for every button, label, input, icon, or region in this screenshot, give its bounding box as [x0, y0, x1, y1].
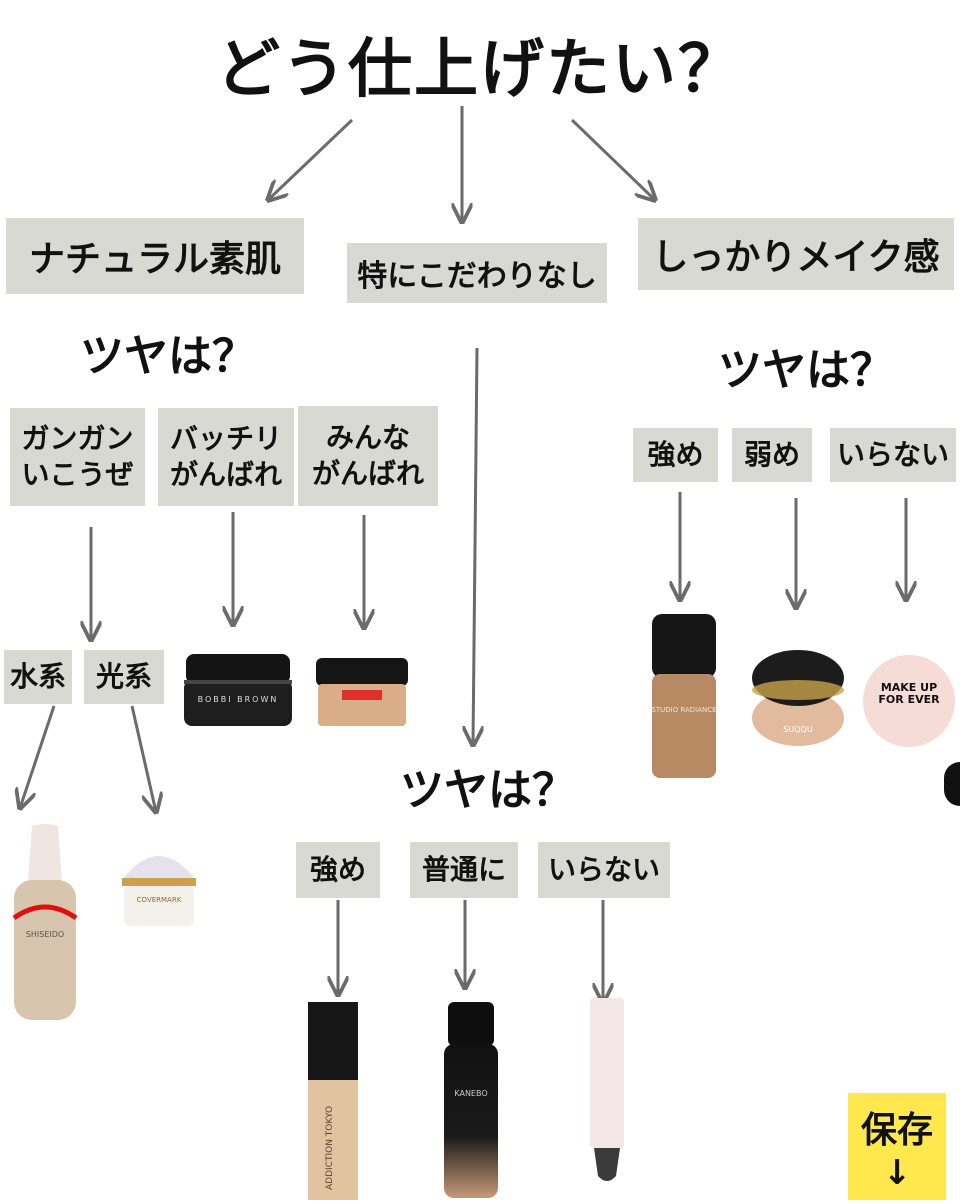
bobbi-label: BOBBI BROWN [198, 695, 279, 704]
arrow-hikari [130, 705, 156, 812]
question-natural: ツヤは？ [80, 331, 256, 382]
save-button[interactable]: 保存 ↓ [848, 1093, 946, 1200]
product-mac-bottle: STUDIO RADIANCE [650, 612, 718, 780]
kanebo-label: KANEBO [454, 1089, 487, 1098]
arrow-any-q [473, 347, 477, 745]
option-bacchiri: バッチリ がんばれ [158, 408, 294, 506]
product-covermark-jar: COVERMARK [116, 838, 202, 930]
arrow-title-full [570, 118, 655, 200]
branch-any-label: 特にこだわりなし [357, 259, 597, 294]
option-full-weak: 弱め [732, 428, 812, 482]
product-kanebo-bottle: KANEBO [442, 1000, 500, 1200]
option-minna: みんな がんばれ [298, 406, 438, 506]
option-any-normal: 普通に [410, 842, 518, 898]
product-addiction-bottle: ADDICTION TOKYO [306, 1000, 360, 1200]
mufe-label: MAKE UP FOR EVER [878, 681, 940, 706]
branch-full-label: しっかりメイク感 [652, 237, 940, 278]
down-arrow-icon: ↓ [882, 1152, 912, 1193]
product-mufe-compact: MAKE UP FOR EVER [860, 652, 958, 750]
branch-full: しっかりメイク感 [638, 218, 954, 290]
product-pink-bottle [586, 996, 628, 1186]
option-hikari: 光系 [84, 650, 164, 704]
arrow-mizu [20, 705, 56, 808]
question-full: ツヤは？ [718, 345, 894, 396]
mac-label: STUDIO RADIANCE [651, 706, 716, 714]
page-title: どう仕上げたい？ [216, 33, 744, 107]
shiseido-label: SHISEIDO [26, 930, 64, 939]
option-gangan: ガンガン いこうぜ [10, 408, 145, 506]
option-any-strong: 強め [296, 842, 380, 898]
option-any-none: いらない [538, 842, 670, 898]
product-jar-beige [314, 656, 410, 728]
product-suqqu-jar: SUQQU [748, 648, 848, 748]
product-shiseido-bottle: SHISEIDO [10, 822, 80, 1022]
save-label: 保存 [860, 1109, 933, 1151]
branch-any: 特にこだわりなし [347, 243, 607, 303]
option-mizu: 水系 [4, 650, 72, 704]
question-any: ツヤは？ [400, 765, 576, 816]
branch-natural: ナチュラル素肌 [6, 218, 304, 294]
covermark-label: COVERMARK [137, 896, 182, 904]
option-full-strong: 強め [633, 428, 718, 482]
product-bobbi-brown-jar: BOBBI BROWN [182, 650, 294, 730]
product-partial-edge [944, 762, 960, 806]
arrow-title-natural [268, 118, 354, 200]
option-full-none: いらない [830, 428, 956, 482]
branch-natural-label: ナチュラル素肌 [28, 239, 281, 280]
addiction-label: ADDICTION TOKYO [325, 1106, 335, 1190]
suqqu-label: SUQQU [783, 725, 813, 734]
